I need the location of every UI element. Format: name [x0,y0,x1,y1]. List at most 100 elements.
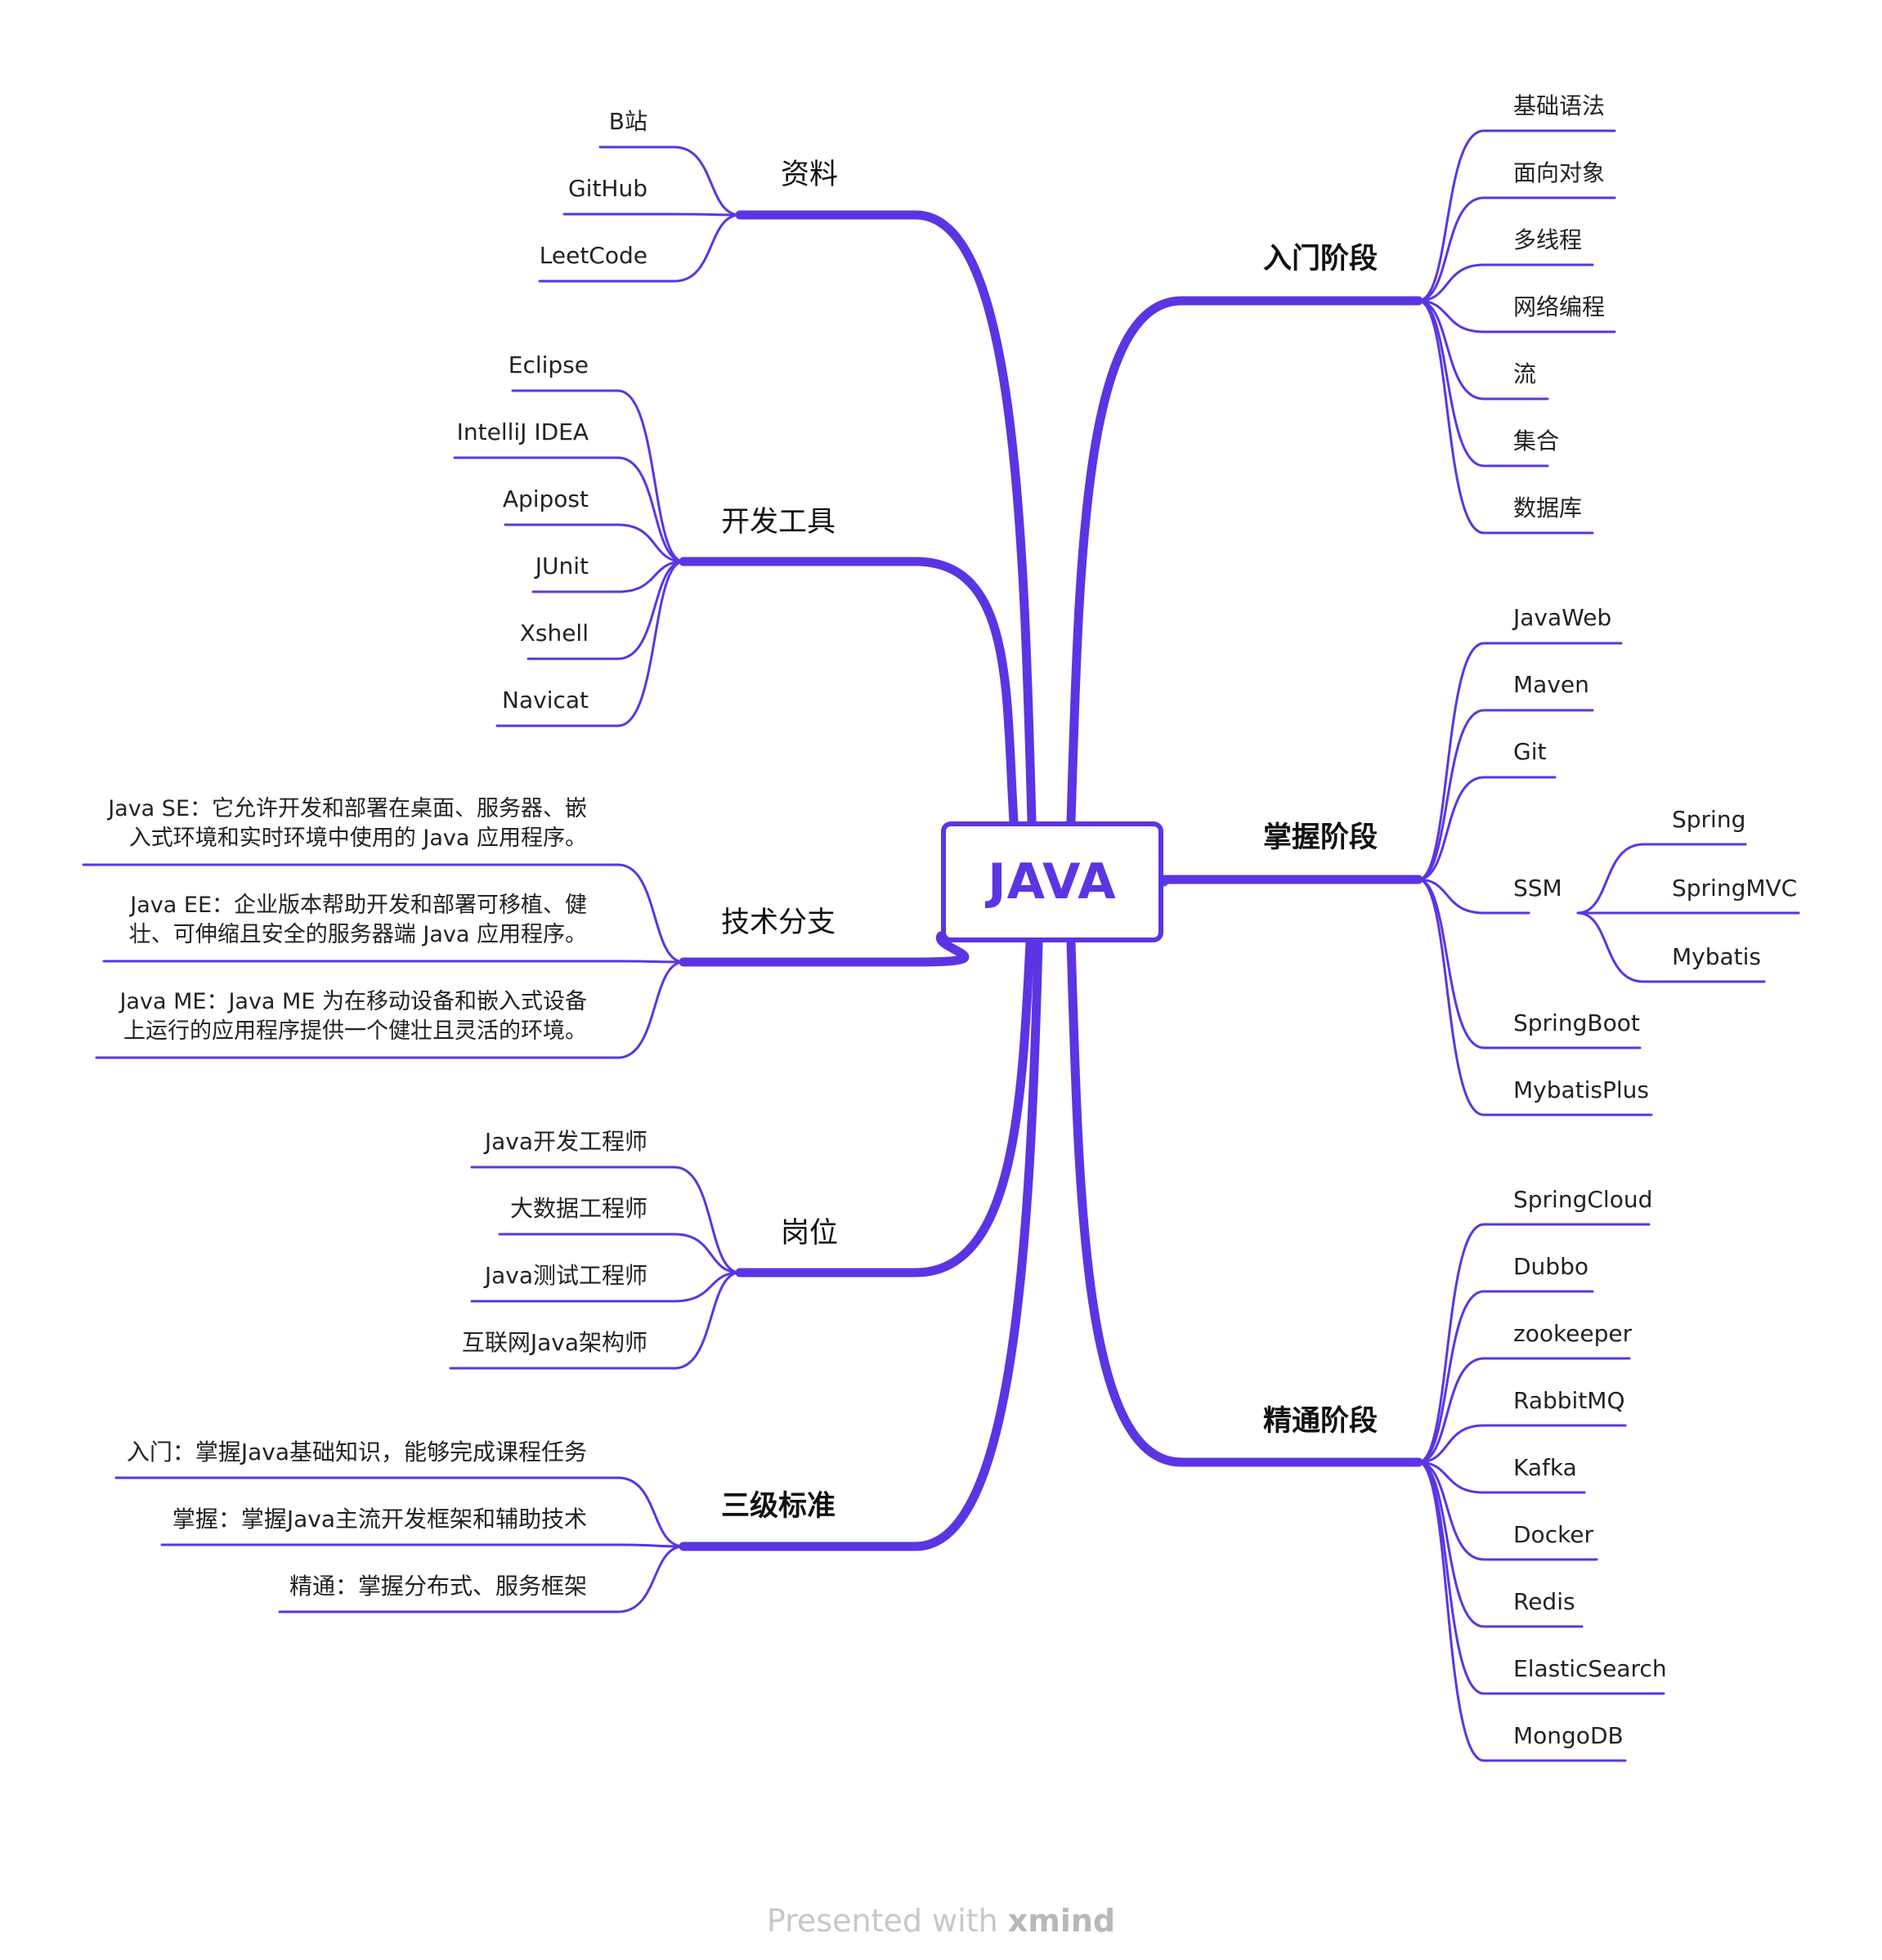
leaf-apipost[interactable]: Apipost [502,486,589,512]
leaf-xshell[interactable]: Xshell [519,620,589,647]
leaf-jichu-yufa[interactable]: 基础语法 [1513,92,1606,119]
leaf-java-ceshi[interactable]: Java测试工程师 [484,1262,647,1289]
leaf-eclipse[interactable]: Eclipse [508,351,589,378]
leaf-github[interactable]: GitHub [567,175,647,202]
leaf-kafka[interactable]: Kafka [1513,1454,1577,1481]
leaf-springcloud[interactable]: SpringCloud [1513,1186,1653,1213]
leaf-mybatisplus[interactable]: MybatisPlus [1513,1076,1650,1103]
link-sanji-0 [114,1476,685,1548]
link-ziliao-1 [562,213,742,217]
link-rumen-4 [1417,299,1549,401]
link-gangwei-2 [470,1271,742,1303]
leaf-shujuku[interactable]: 数据库 [1513,494,1583,521]
leaf-elasticsearch[interactable]: ElasticSearch [1513,1655,1667,1682]
link-rumen-6 [1417,299,1594,535]
link-rumen-2 [1417,263,1594,302]
leaf-maven[interactable]: Maven [1513,671,1589,698]
central-topic[interactable]: JAVA [941,821,1163,942]
leaf-bzhan[interactable]: B站 [608,108,647,135]
link-zhangwo-2 [1417,776,1557,881]
link-kaifa-3 [531,560,685,593]
link-ziliao-0 [598,145,742,217]
leaf-biaozhun-zhangwo[interactable]: 掌握：掌握Java主流开发框架和辅助技术 [172,1506,587,1533]
leaf-mianxiang-duixiang[interactable]: 面向对象 [1513,159,1606,186]
leaf-java-jiagou[interactable]: 互联网Java架构师 [461,1329,647,1356]
leaf-liu[interactable]: 流 [1513,360,1537,387]
link-zhangwo-1 [1417,709,1594,881]
link-kaifa-5 [495,560,685,727]
branch-sanji-biaozhun[interactable]: 三级标准 [721,1490,836,1523]
leaf-duoxiancheng[interactable]: 多线程 [1513,226,1583,253]
leaf-java-se[interactable]: Java SE：它允许开发和部署在桌面、服务器、嵌 入式环境和实时环境中使用的 … [108,796,587,851]
leaf-wangluo-biancheng[interactable]: 网络编程 [1513,293,1606,320]
main-link-gangwei [735,937,1035,1278]
leaf-docker[interactable]: Docker [1513,1521,1594,1548]
branch-zhangwo[interactable]: 掌握阶段 [1263,821,1378,854]
link-rumen-1 [1417,196,1616,302]
main-link-sanji [679,937,1043,1551]
leaf-javaweb[interactable]: JavaWeb [1513,604,1612,631]
link-rumen-5 [1417,299,1549,468]
link-kaifa-4 [527,560,685,660]
link-jingtong-5 [1417,1461,1598,1561]
main-link-rumen [1066,296,1423,826]
leaf-springboot[interactable]: SpringBoot [1513,1009,1640,1036]
branch-jishu-fenzhi[interactable]: 技术分支 [721,906,836,939]
link-jingtong-8 [1417,1461,1627,1762]
leaf-leetcode[interactable]: LeetCode [539,242,647,269]
leaf-junit[interactable]: JUnit [535,553,589,579]
link-kaifa-1 [453,456,685,563]
leaf-java-me[interactable]: Java ME：Java ME 为在移动设备和嵌入式设备 上运行的应用程序提供一… [119,989,587,1044]
link-gangwei-1 [498,1233,742,1274]
link-ziliao-2 [538,213,742,283]
link-ssm-2 [1576,911,1766,983]
leaf-spring[interactable]: Spring [1672,806,1746,833]
central-topic-label: JAVA [988,853,1117,911]
leaf-biaozhun-rumen[interactable]: 入门：掌握Java基础知识，能够完成课程任务 [126,1439,587,1466]
link-jingtong-3 [1417,1424,1627,1464]
link-rumen-0 [1417,129,1616,302]
link-jingtong-7 [1417,1461,1665,1695]
link-zhangwo-3 [1417,878,1530,915]
main-link-ziliao [735,210,1037,826]
link-jingtong-2 [1417,1357,1631,1464]
leaf-mybatis[interactable]: Mybatis [1672,943,1762,970]
link-kaifa-0 [511,389,685,563]
leaf-java-ee[interactable]: Java EE：企业版本帮助开发和部署可移植、健 壮、可伸缩且安全的服务器端 J… [128,893,587,947]
leaf-dubbo[interactable]: Dubbo [1513,1253,1588,1280]
leaf-git[interactable]: Git [1513,738,1547,765]
leaf-intellij-idea[interactable]: IntelliJ IDEA [456,418,589,445]
branch-rumen[interactable]: 入门阶段 [1263,243,1378,275]
leaf-springmvc[interactable]: SpringMVC [1672,875,1798,902]
leaf-navicat[interactable]: Navicat [502,687,589,714]
link-jingtong-0 [1417,1223,1651,1464]
link-zhangwo-5 [1417,878,1653,1116]
link-sanji-1 [160,1543,685,1548]
main-link-zhangwo [1130,875,1423,887]
main-link-kaifa [679,557,1019,826]
leaf-redis[interactable]: Redis [1513,1588,1575,1615]
main-link-jishu [679,931,970,967]
leaf-dashuju[interactable]: 大数据工程师 [509,1195,647,1222]
leaf-biaozhun-jingtong[interactable]: 精通：掌握分布式、服务框架 [289,1573,587,1600]
leaf-rabbitmq[interactable]: RabbitMQ [1513,1387,1625,1414]
leaf-zookeeper[interactable]: zookeeper [1513,1320,1633,1347]
link-kaifa-2 [504,523,685,563]
leaf-java-kaifa[interactable]: Java开发工程师 [484,1128,647,1155]
link-jingtong-6 [1417,1461,1584,1628]
branch-kaifa-gongju[interactable]: 开发工具 [721,506,836,539]
link-jishu-1 [102,960,685,964]
main-link-jingtong [1066,937,1423,1467]
leaf-jihe[interactable]: 集合 [1513,427,1560,454]
link-gangwei-3 [449,1271,742,1370]
link-sanji-2 [278,1545,685,1613]
branch-gangwei[interactable]: 岗位 [781,1217,839,1250]
xmind-logo-text: xmind [1007,1903,1116,1939]
link-jishu-2 [95,960,685,1059]
branch-jingtong[interactable]: 精通阶段 [1263,1405,1378,1438]
node-ssm[interactable]: SSM [1513,875,1562,902]
leaf-mongodb[interactable]: MongoDB [1513,1722,1624,1749]
branch-ziliao[interactable]: 资料 [781,159,839,191]
